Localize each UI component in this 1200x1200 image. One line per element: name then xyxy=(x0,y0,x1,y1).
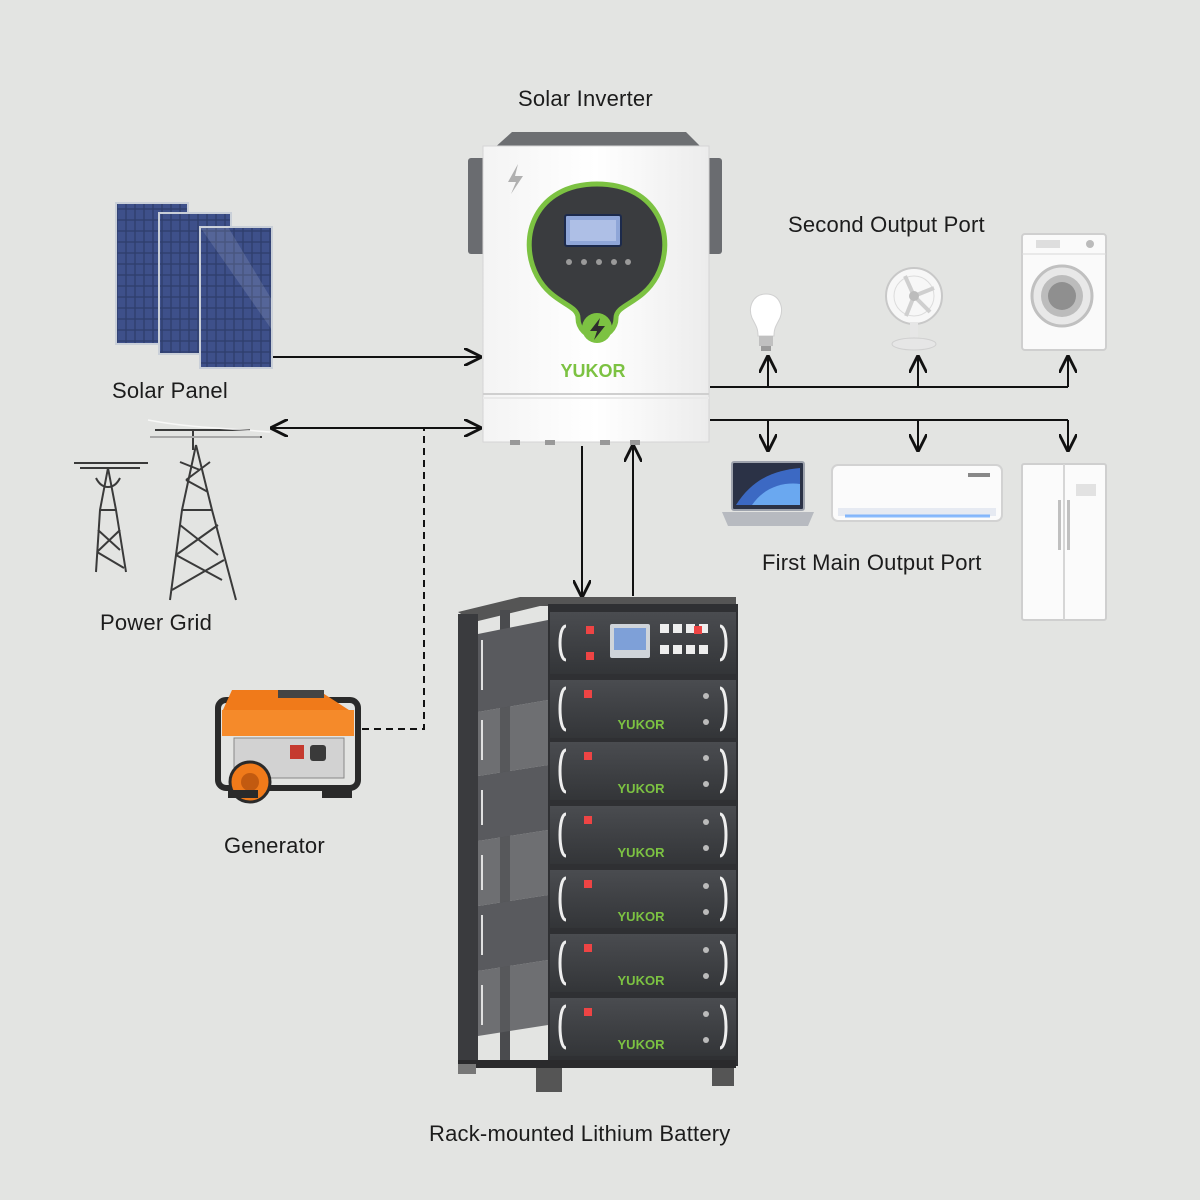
power-grid-label: Power Grid xyxy=(100,610,213,635)
battery-module: YUKOR xyxy=(550,870,736,928)
generator-icon xyxy=(215,690,361,804)
second-output-port-label: Second Output Port xyxy=(788,212,985,237)
svg-text:YUKOR: YUKOR xyxy=(618,781,666,796)
generator-dashed-line xyxy=(362,428,425,730)
battery-label: Rack-mounted Lithium Battery xyxy=(429,1121,731,1146)
battery-rack-icon: YUKOR YUKOR YUKOR YUKOR xyxy=(458,597,738,1092)
light-bulb-icon xyxy=(750,293,782,351)
battery-module: YUKOR xyxy=(550,680,736,738)
air-conditioner-icon xyxy=(831,464,1003,522)
svg-text:YUKOR: YUKOR xyxy=(618,909,666,924)
svg-text:YUKOR: YUKOR xyxy=(618,973,666,988)
fan-icon xyxy=(885,267,943,351)
connection-lines xyxy=(272,357,1068,730)
laptop-icon xyxy=(722,461,814,526)
solar-panel-label: Solar Panel xyxy=(112,378,228,403)
inverter-brand: YUKOR xyxy=(560,361,625,381)
battery-module: YUKOR xyxy=(550,806,736,864)
battery-module: YUKOR xyxy=(550,742,736,800)
battery-module: YUKOR xyxy=(550,998,736,1056)
solar-inverter-label: Solar Inverter xyxy=(518,86,653,111)
svg-text:YUKOR: YUKOR xyxy=(618,1037,666,1052)
generator-label: Generator xyxy=(224,833,325,858)
washing-machine-icon xyxy=(1021,233,1107,351)
solar-panel-icon xyxy=(115,202,273,369)
svg-text:YUKOR: YUKOR xyxy=(618,845,666,860)
solar-inverter-icon: YUKOR xyxy=(468,132,722,445)
power-tower-icon xyxy=(74,429,262,601)
first-main-output-port-label: First Main Output Port xyxy=(762,550,982,575)
refrigerator-icon xyxy=(1021,463,1107,621)
svg-text:YUKOR: YUKOR xyxy=(618,717,666,732)
battery-module: YUKOR xyxy=(550,934,736,992)
